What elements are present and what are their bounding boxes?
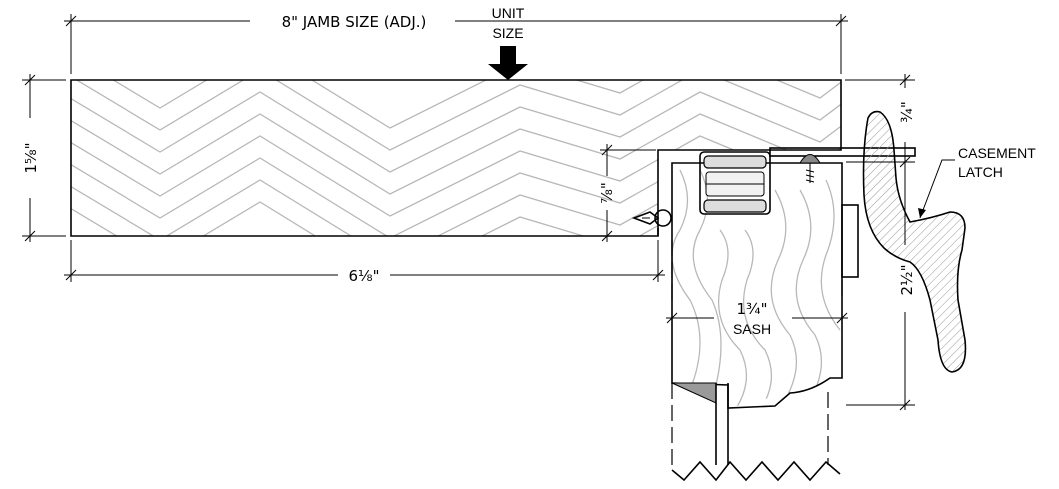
sash-wood-grain xyxy=(672,169,841,408)
jamb-size-label: 8" JAMB SIZE (ADJ.) xyxy=(282,13,427,31)
casement-latch-callout: CASEMENT LATCH xyxy=(918,145,1036,219)
jamb-depth-label: 6⅛" xyxy=(349,267,380,285)
latch-offset-label: ¾" xyxy=(898,101,916,122)
interior-trim-strip xyxy=(769,147,916,183)
casement-label-line2: LATCH xyxy=(958,164,1003,180)
sash xyxy=(671,162,843,465)
hinge-hardware xyxy=(699,151,771,215)
casement-label-line1: CASEMENT xyxy=(958,145,1036,161)
sash-thickness-dimension: 1¾" SASH xyxy=(666,300,848,337)
stop-depth-label: ⅞" xyxy=(598,182,616,203)
jamb-thickness-label: 1⅝" xyxy=(22,143,40,174)
jamb-depth-dimension: 6⅛" xyxy=(64,240,665,285)
unit-size-label-line2: SIZE xyxy=(492,25,523,41)
jamb-thickness-dimension: 1⅝" xyxy=(22,74,66,242)
latch-base xyxy=(841,204,859,278)
sash-bottom-triangle xyxy=(671,382,717,404)
sash-label: SASH xyxy=(733,321,771,337)
break-line xyxy=(671,460,841,482)
jamb-size-dimension: 8" JAMB SIZE (ADJ.) UNIT SIZE xyxy=(64,5,848,80)
unit-size-label-line1: UNIT xyxy=(492,5,525,21)
latch-height-label: 2½" xyxy=(898,265,916,296)
screw-icon xyxy=(799,154,821,164)
sash-continuation-lines xyxy=(671,240,843,465)
stop-depth-dimension: ⅞" xyxy=(598,144,656,242)
casement-latch-handle xyxy=(862,110,967,373)
unit-size-arrow xyxy=(488,46,528,80)
latch-height-dimension: 2½" xyxy=(846,168,916,411)
sash-thickness-label: 1¾" xyxy=(737,300,768,318)
latch-offset-dimension: ¾" xyxy=(845,74,916,168)
weatherstrip-seal xyxy=(631,209,672,236)
